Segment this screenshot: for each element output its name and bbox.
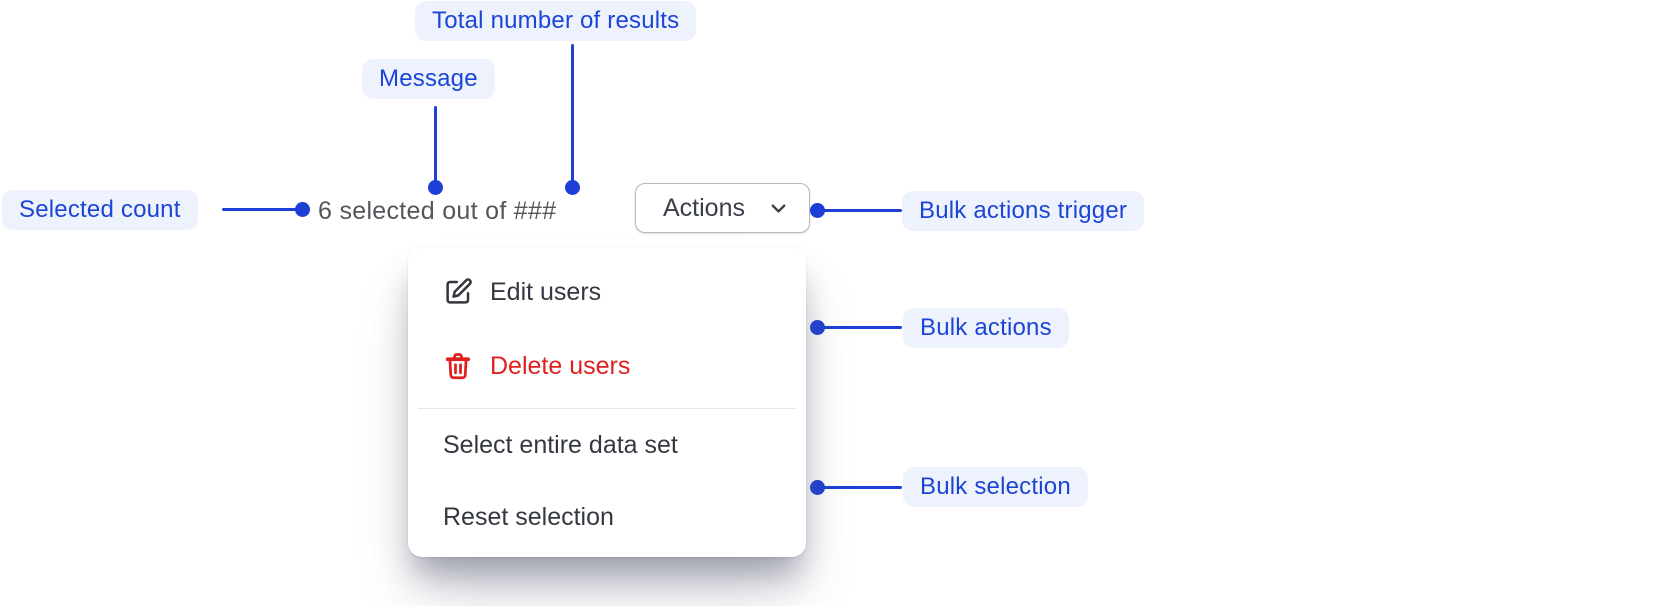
connector-dot-bulk-selection: [810, 480, 825, 495]
connector-line-bulk-actions: [823, 326, 902, 329]
connector-line-total-results: [571, 44, 574, 182]
trash-icon: [443, 351, 473, 381]
menu-item-label: Reset selection: [443, 502, 614, 531]
menu-item-select-entire-data-set[interactable]: Select entire data set: [408, 417, 806, 473]
edit-icon: [443, 277, 473, 307]
menu-item-reset-selection[interactable]: Reset selection: [408, 489, 806, 545]
connector-dot-bulk-actions-trigger: [810, 203, 825, 218]
annotation-message: Message: [362, 59, 495, 99]
bulk-actions-trigger-button[interactable]: Actions: [635, 183, 810, 233]
menu-item-delete-users[interactable]: Delete users: [408, 338, 806, 394]
connector-line-message: [434, 106, 437, 182]
connector-line-selected-count: [222, 208, 298, 211]
menu-item-edit-users[interactable]: Edit users: [408, 264, 806, 320]
chevron-down-icon: [767, 197, 790, 220]
connector-dot-total-results: [565, 180, 580, 195]
connector-dot-selected-count: [295, 202, 310, 217]
annotation-total-results: Total number of results: [415, 1, 697, 41]
actions-button-label: Actions: [663, 193, 745, 222]
bulk-actions-menu: Edit users Delete users Select entire da…: [408, 248, 806, 557]
annotation-selected-count: Selected count: [2, 190, 198, 230]
connector-dot-bulk-actions: [810, 320, 825, 335]
annotation-bulk-actions-trigger: Bulk actions trigger: [902, 191, 1145, 231]
menu-divider: [418, 408, 796, 409]
annotation-bulk-actions: Bulk actions: [903, 308, 1069, 348]
menu-item-label: Delete users: [490, 351, 631, 380]
selection-count-message: 6 selected out of ###: [318, 197, 557, 225]
menu-item-label: Edit users: [490, 277, 602, 306]
connector-line-bulk-selection: [823, 486, 902, 489]
annotation-bulk-selection: Bulk selection: [903, 467, 1088, 507]
menu-item-label: Select entire data set: [443, 430, 678, 459]
connector-dot-message: [428, 180, 443, 195]
connector-line-bulk-actions-trigger: [823, 209, 902, 212]
